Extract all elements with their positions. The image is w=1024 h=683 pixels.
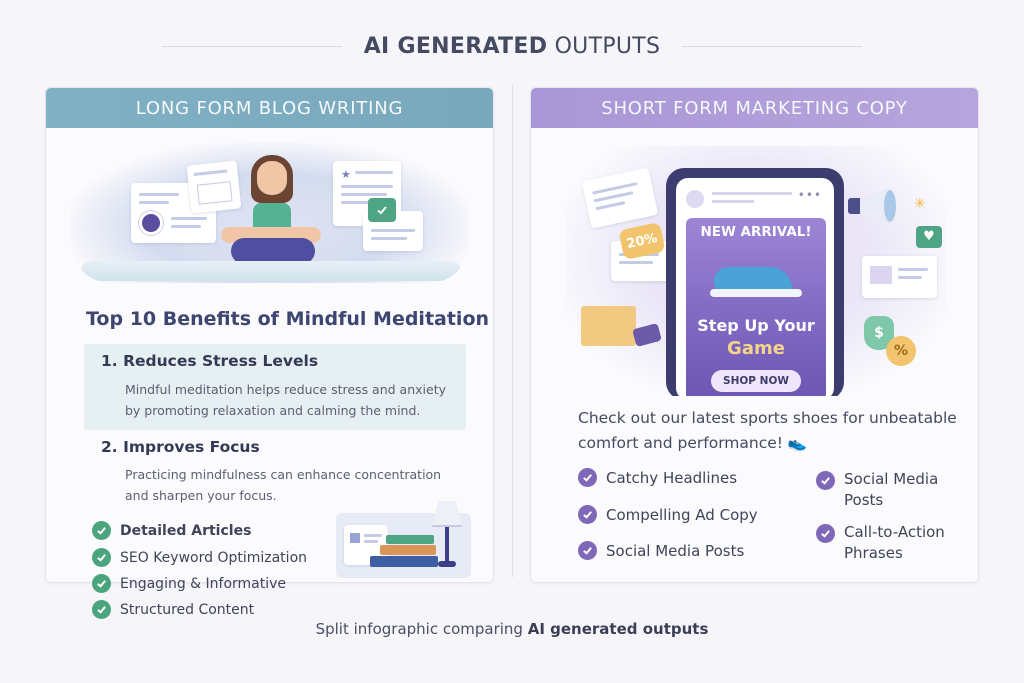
avatar xyxy=(686,190,704,208)
star-icon: ★ xyxy=(341,168,351,181)
check-circle-icon xyxy=(578,541,597,560)
ad-headline-accent: Game xyxy=(727,338,785,359)
lamp-shade-icon xyxy=(432,501,462,527)
long-form-header: LONG FORM BLOG WRITING xyxy=(46,88,493,128)
benefit-body-2: Practicing mindfulness can enhance conce… xyxy=(125,467,442,503)
feature-item: Catchy Headlines xyxy=(578,468,737,487)
heart-like-icon: ♥ xyxy=(916,226,942,248)
feature-label: Social Media Posts xyxy=(606,541,745,560)
sparkle-icon: ✳ xyxy=(914,196,926,212)
megaphone-icon xyxy=(848,186,896,226)
feature-label: Compelling Ad Copy xyxy=(606,505,758,524)
new-arrival-badge: NEW ARRIVAL! xyxy=(700,224,812,240)
social-post-icon xyxy=(862,256,937,298)
caption-prefix: Split infographic comparing xyxy=(315,620,528,638)
feature-item: Call-to-Action Phrases xyxy=(816,522,966,564)
check-circle-icon xyxy=(92,548,111,567)
feature-item: Structured Content xyxy=(92,600,254,619)
feature-label: Call-to-Action Phrases xyxy=(844,523,945,562)
marketing-illustration: 20% ••• NEW ARRIVAL! Step Up Your Game S xyxy=(566,146,946,396)
shop-now-button[interactable]: SHOP NOW xyxy=(711,370,801,392)
book-icon xyxy=(386,535,434,544)
check-circle-icon xyxy=(578,505,597,524)
short-form-card: SHORT FORM MARKETING COPY 20% ••• NEW AR… xyxy=(530,87,979,583)
check-circle-icon xyxy=(92,600,111,619)
article-title: Top 10 Benefits of Mindful Meditation xyxy=(86,308,490,330)
title-bold: AI GENERATED xyxy=(363,33,548,59)
benefit-heading-1: 1. Reduces Stress Levels xyxy=(101,352,319,370)
smartphone: ••• NEW ARRIVAL! Step Up Your Game SHOP … xyxy=(666,168,844,396)
page-title: AI GENERATED OUTPUTS xyxy=(364,34,661,59)
feature-item: Compelling Ad Copy xyxy=(578,505,758,524)
feature-item: SEO Keyword Optimization xyxy=(92,548,307,567)
books-lamp-illustration xyxy=(336,501,471,578)
chat-bubble-icon xyxy=(139,211,163,235)
document-image-icon xyxy=(186,160,242,214)
checkmark-badge-icon xyxy=(368,198,396,222)
percent-coin-icon: % xyxy=(886,336,916,366)
feature-label: SEO Keyword Optimization xyxy=(120,549,308,566)
ad-copy-text: Check out our latest sports shoes for un… xyxy=(578,409,957,452)
benefit-highlight-box xyxy=(84,344,466,430)
feature-item: Engaging & Informative xyxy=(92,574,286,593)
ground-base xyxy=(81,261,461,281)
short-form-header: SHORT FORM MARKETING COPY xyxy=(531,88,978,128)
feature-label: Catchy Headlines xyxy=(606,468,738,487)
title-rule-right xyxy=(682,45,863,47)
check-circle-icon xyxy=(92,521,111,540)
feature-item: Social Media Posts xyxy=(578,541,744,560)
book-icon-2 xyxy=(380,545,436,555)
long-form-card: LONG FORM BLOG WRITING ★ xyxy=(45,87,494,583)
camera-icon xyxy=(632,322,662,348)
check-circle-icon xyxy=(578,468,597,487)
feature-label: Engaging & Informative xyxy=(120,575,287,592)
feature-label: Detailed Articles xyxy=(120,522,252,539)
title-rule-left xyxy=(161,45,342,47)
center-divider xyxy=(512,85,513,577)
package-box-icon xyxy=(581,306,636,346)
benefit-body-1: Mindful meditation helps reduce stress a… xyxy=(125,382,446,418)
check-circle-icon xyxy=(816,471,835,490)
feature-label: Social Media Posts xyxy=(844,470,939,509)
caption: Split infographic comparing AI generated… xyxy=(0,620,1024,638)
sneaker-image xyxy=(706,263,806,301)
check-circle-icon xyxy=(816,524,835,543)
feature-item: Social Media Posts xyxy=(816,469,966,511)
title-light: OUTPUTS xyxy=(554,33,661,59)
benefit-heading-2: 2. Improves Focus xyxy=(101,438,260,456)
lamp-stand xyxy=(445,527,449,563)
flyer-icon xyxy=(581,167,659,229)
caption-bold: AI generated outputs xyxy=(527,620,709,638)
ad-headline: Step Up Your xyxy=(697,316,815,335)
ad-banner: NEW ARRIVAL! Step Up Your Game SHOP NOW xyxy=(686,218,826,396)
feature-item: Detailed Articles xyxy=(92,521,251,540)
more-options-icon: ••• xyxy=(797,188,822,202)
check-circle-icon xyxy=(92,574,111,593)
page-title-row: AI GENERATED OUTPUTS xyxy=(0,28,1024,64)
book-icon-3 xyxy=(370,556,438,567)
feature-label: Structured Content xyxy=(120,601,255,618)
meditation-illustration: ★ xyxy=(71,143,469,283)
